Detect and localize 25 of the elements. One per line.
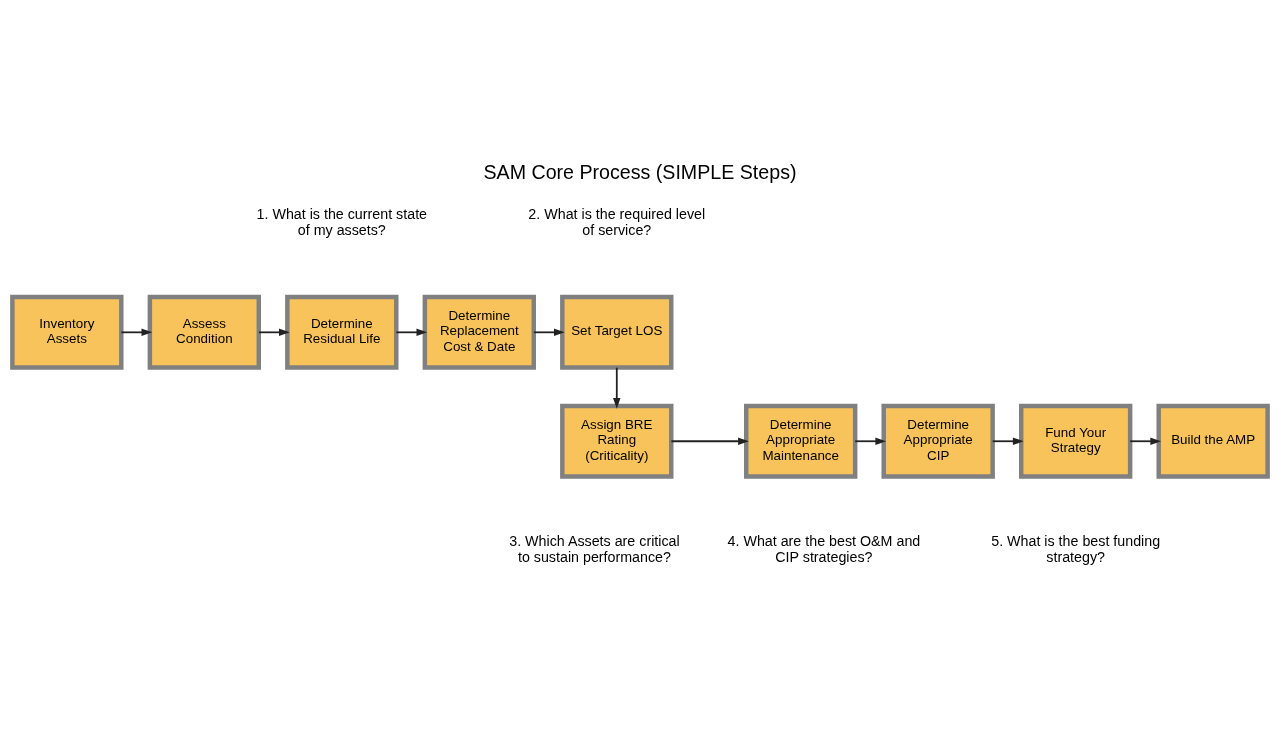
arrow bbox=[120, 328, 153, 336]
node-box: Assign BRE Rating (Criticality) bbox=[560, 403, 674, 479]
node-box: Fund Your Strategy bbox=[1019, 403, 1133, 479]
node-box: Determine Replacement Cost & Date bbox=[422, 294, 536, 370]
label: 5. What is the best funding strategy? bbox=[991, 532, 1161, 565]
label: 1. What is the current state of my assets? bbox=[256, 205, 428, 238]
node-box: Determine Appropriate Maintenance bbox=[744, 403, 858, 479]
arrow bbox=[1129, 436, 1162, 445]
arrow bbox=[670, 436, 749, 445]
arrow bbox=[991, 436, 1024, 445]
arrow bbox=[613, 366, 621, 409]
arrow bbox=[257, 328, 290, 336]
arrow bbox=[854, 436, 887, 445]
label: 3. Which Assets are critical to sustain performance? bbox=[509, 532, 680, 565]
arrow bbox=[395, 328, 428, 336]
label: 4. What are the best O&M and CIP strategies? bbox=[727, 532, 921, 565]
arrow bbox=[532, 328, 565, 336]
node-box: Build the AMP bbox=[1156, 403, 1270, 479]
node-box: Inventory Assets bbox=[10, 294, 124, 370]
label: 2. What is the required level of service? bbox=[528, 205, 706, 238]
node-box: Assess Condition bbox=[147, 294, 261, 370]
diagram-title: SAM Core Process (SIMPLE Steps) bbox=[483, 160, 797, 183]
node-box: Determine Appropriate CIP bbox=[881, 403, 995, 479]
node-box: Set Target LOS bbox=[560, 294, 674, 370]
node-box: Determine Residual Life bbox=[285, 294, 399, 370]
